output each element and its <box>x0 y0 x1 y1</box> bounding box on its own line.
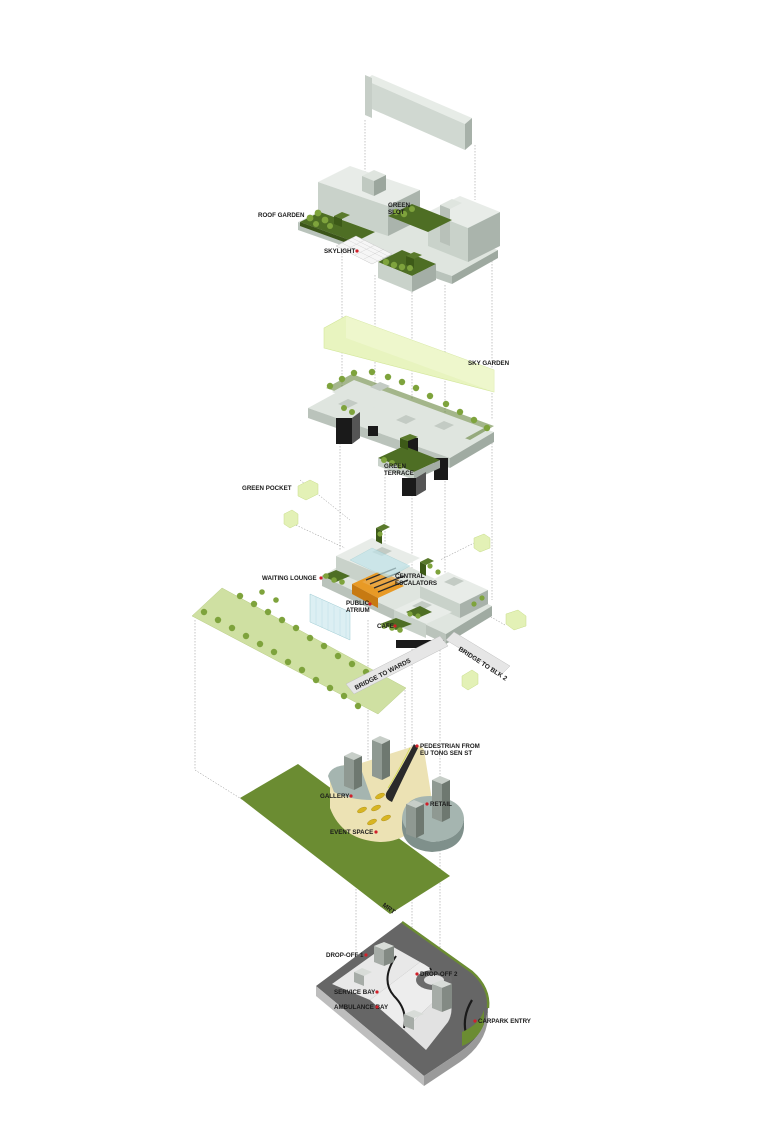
label-pedestrian-line1: PEDESTRIAN FROM <box>420 743 480 750</box>
marker-retail <box>425 802 429 806</box>
label-green-terrace-line1: GREEN <box>384 463 407 470</box>
label-cafe: CAFE <box>377 623 394 630</box>
label-roof-garden: ROOF GARDEN <box>258 212 305 219</box>
glass-screen <box>309 593 351 641</box>
label-service-bay: SERVICE BAY <box>334 989 376 996</box>
label-drop-off-1: DROP-OFF 1 <box>326 952 364 959</box>
marker-gallery <box>349 794 353 798</box>
label-drop-off-2: DROP-OFF 2 <box>420 971 458 978</box>
label-public-atrium-line2: ATRIUM <box>346 607 370 614</box>
marker-cafe <box>393 624 397 628</box>
plaza-level <box>328 736 464 852</box>
marker-service-bay <box>375 990 379 994</box>
marker-skylight <box>355 249 359 253</box>
label-green-pocket: GREEN POCKET <box>242 485 292 492</box>
marker-drop-off-1 <box>364 953 368 957</box>
label-retail: RETAIL <box>430 801 452 808</box>
label-central-escalators-line1: CENTRAL <box>395 573 425 580</box>
label-green-slot-line2: SLOT <box>388 209 405 216</box>
marker-drop-off-2 <box>415 972 419 976</box>
label-pedestrian-line2: EU TONG SEN ST <box>420 750 472 757</box>
label-sky-garden: SKY GARDEN <box>468 360 510 367</box>
lobby-trees <box>323 531 485 633</box>
green-field <box>240 764 450 914</box>
label-green-slot-line1: GREEN <box>388 202 411 209</box>
park-trees <box>200 589 370 710</box>
marker-pedestrian <box>415 744 419 748</box>
top-tower-block <box>365 75 472 150</box>
marker-event-space <box>374 830 378 834</box>
marker-ambulance-bay <box>375 1005 379 1009</box>
label-skylight: SKYLIGHT <box>324 248 356 255</box>
label-green-terrace-line2: TERRACE <box>384 470 414 477</box>
label-central-escalators-line2: ESCALATORS <box>395 580 437 587</box>
sky-garden-trees <box>326 368 491 469</box>
marker-waiting-lounge <box>319 576 323 580</box>
label-ambulance-bay: AMBULANCE BAY <box>334 1004 389 1011</box>
bridge-to-wards <box>345 635 449 695</box>
roof-trees <box>306 206 415 271</box>
roof-level <box>298 166 500 292</box>
bridge-to-blk2 <box>445 631 511 675</box>
ground-level <box>316 920 490 1086</box>
lobby-level <box>283 479 527 691</box>
label-waiting-lounge: WAITING LOUNGE <box>262 575 317 582</box>
label-gallery: GALLERY <box>320 793 350 800</box>
label-carpark-entry: CARPARK ENTRY <box>478 1018 532 1025</box>
marker-carpark-entry <box>473 1019 477 1023</box>
label-event-space: EVENT SPACE <box>330 829 373 836</box>
marker-public-atrium <box>368 602 372 606</box>
label-public-atrium-line1: PUBLIC <box>346 600 370 607</box>
sky-garden-level <box>308 315 495 496</box>
